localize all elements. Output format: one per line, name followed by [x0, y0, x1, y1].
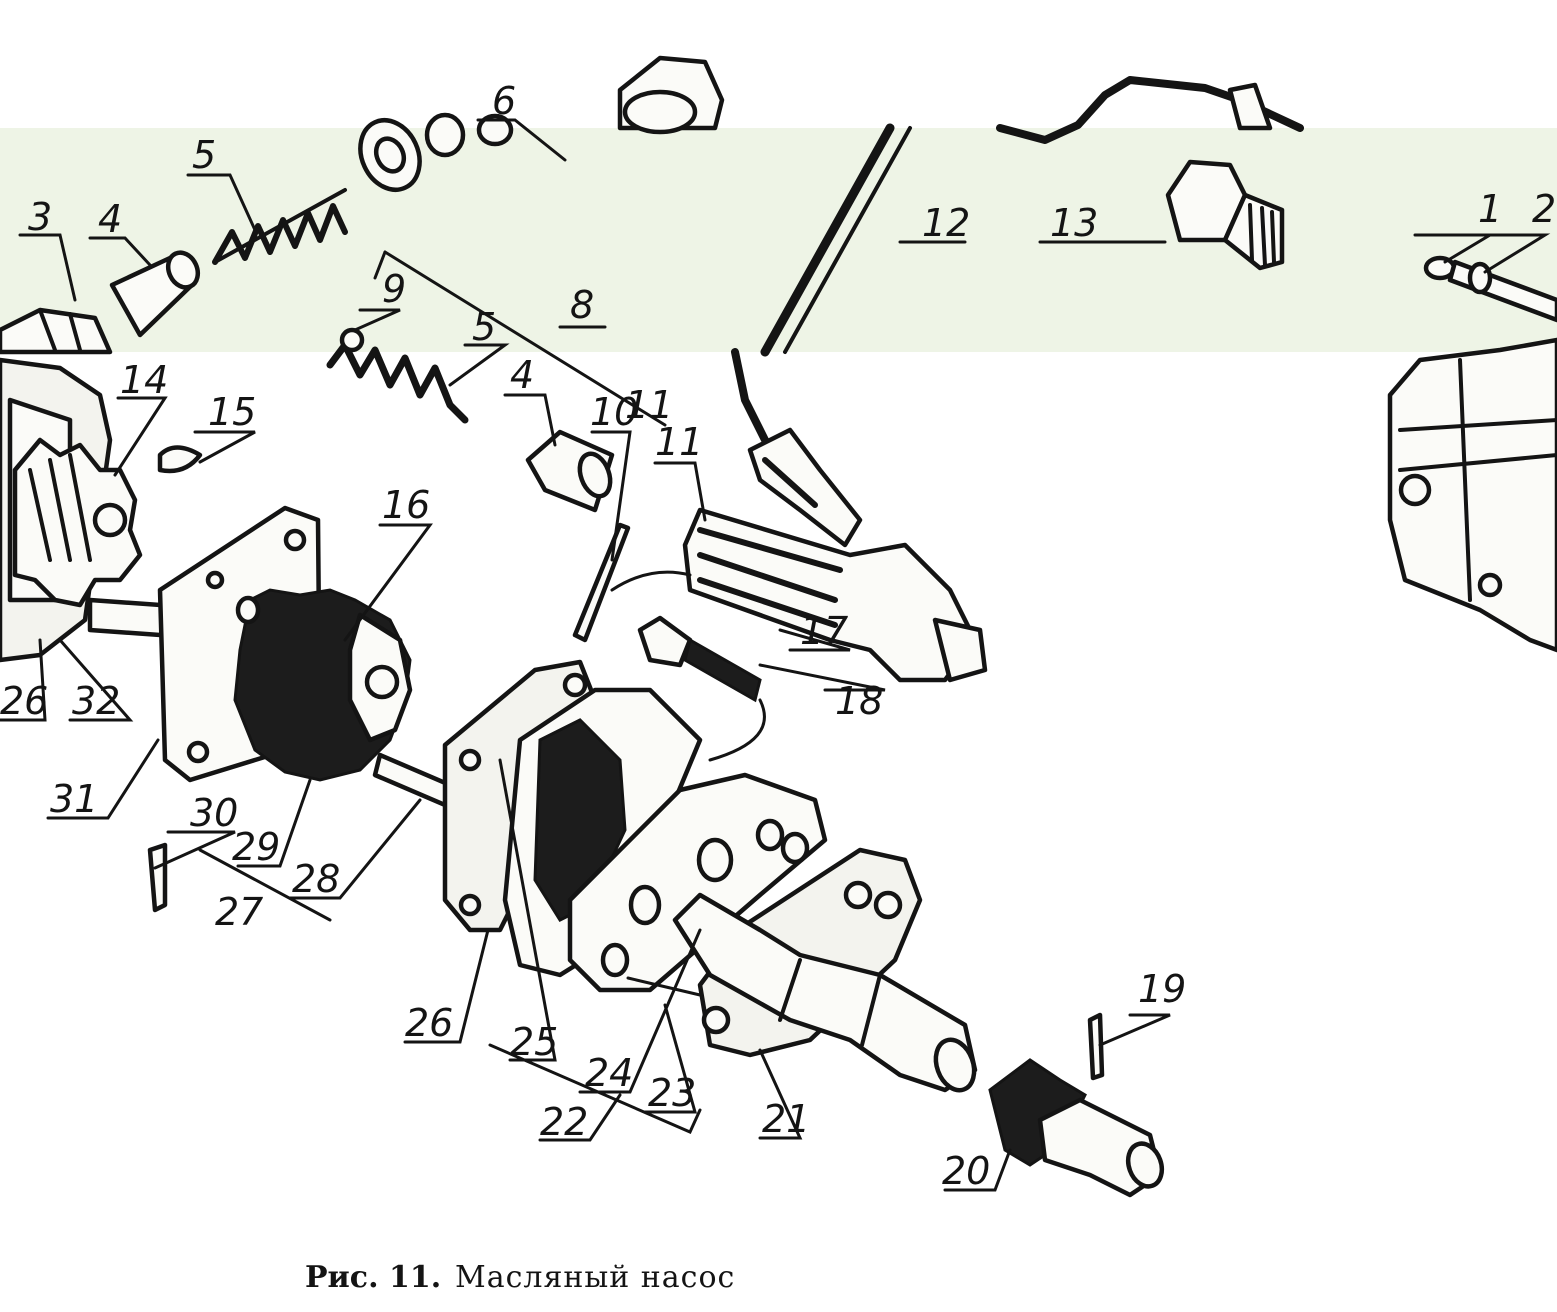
part-drive-shaft [672, 892, 978, 1093]
callout-29: 29 [232, 825, 280, 869]
tinted-band [0, 128, 1557, 352]
callout-11-upper: 11 [625, 383, 673, 427]
caption-text: Масляный насос [455, 1260, 735, 1295]
part-20-helical-gear [988, 1058, 1165, 1198]
part-11-valve-body [682, 507, 988, 683]
callout-17: 17 [800, 609, 848, 653]
callout-4: 4 [510, 353, 534, 397]
part-24-plate [567, 772, 828, 993]
part-13-fitting [1165, 159, 1285, 271]
callout-24: 24 [585, 1051, 633, 1095]
part-assembled-pump [1387, 337, 1557, 653]
part-4-plunger [525, 429, 615, 513]
part-9-washer [339, 327, 365, 353]
figure-caption: Рис. 11. Масляный насос [305, 1260, 735, 1295]
callout-14: 14 [120, 358, 168, 402]
callout-5-top: 5 [192, 133, 216, 177]
part-18-bolt [637, 615, 762, 703]
callout-2: 2 [1532, 187, 1556, 231]
callout-19: 19 [1138, 967, 1186, 1011]
callout-18: 18 [835, 679, 883, 723]
part-30-pin [147, 842, 168, 913]
part-5-spring [326, 341, 469, 424]
callout-26: 26 [405, 1001, 453, 1045]
part-3-nut [0, 307, 113, 355]
caption-prefix: Рис. 11. [305, 1260, 441, 1295]
callout-13: 13 [1050, 201, 1098, 245]
callout-28: 28 [292, 857, 340, 901]
part-15-key [157, 445, 203, 474]
part-12-tube [731, 76, 1304, 444]
callout-21: 21 [762, 1097, 810, 1141]
callout-32: 32 [72, 679, 120, 723]
callout-11: 11 [655, 420, 703, 464]
callout-31: 31 [50, 777, 98, 821]
part-10-cotter-pin [572, 522, 631, 643]
callout-10: 10 [590, 390, 638, 434]
part-7-fitting [617, 55, 725, 135]
callout-15: 15 [208, 390, 256, 434]
callout-6: 6 [492, 79, 516, 123]
callout-labels: 1 2 3 4 5 6 12 13 8 9 5 4 10 11 11 14 15… [0, 79, 1556, 1193]
callout-23: 23 [648, 1071, 696, 1115]
part-14-drive-gear [12, 437, 143, 608]
part-17-fitting [747, 427, 863, 548]
callout-12: 12 [922, 201, 970, 245]
part-16-driven-gear [233, 588, 413, 782]
callout-1: 1 [1478, 187, 1502, 231]
part-washer-top [358, 112, 514, 192]
callout-30: 30 [190, 791, 238, 835]
callout-9: 9 [382, 267, 406, 311]
callout-8: 8 [570, 283, 594, 327]
callout-3: 3 [28, 195, 52, 239]
callout-5: 5 [472, 305, 496, 349]
callout-25: 25 [510, 1020, 558, 1064]
leader-lines [0, 118, 1551, 1192]
part-19-pin [1087, 1012, 1105, 1081]
part-4-plunger-top [109, 250, 201, 338]
callout-20: 20 [942, 1149, 990, 1193]
callout-16: 16 [382, 483, 430, 527]
callout-27: 27 [215, 890, 263, 934]
callout-4-top: 4 [98, 197, 122, 241]
callout-26-left: 26 [0, 679, 48, 723]
callout-22: 22 [540, 1100, 588, 1144]
part-5-spring-top [212, 188, 348, 265]
